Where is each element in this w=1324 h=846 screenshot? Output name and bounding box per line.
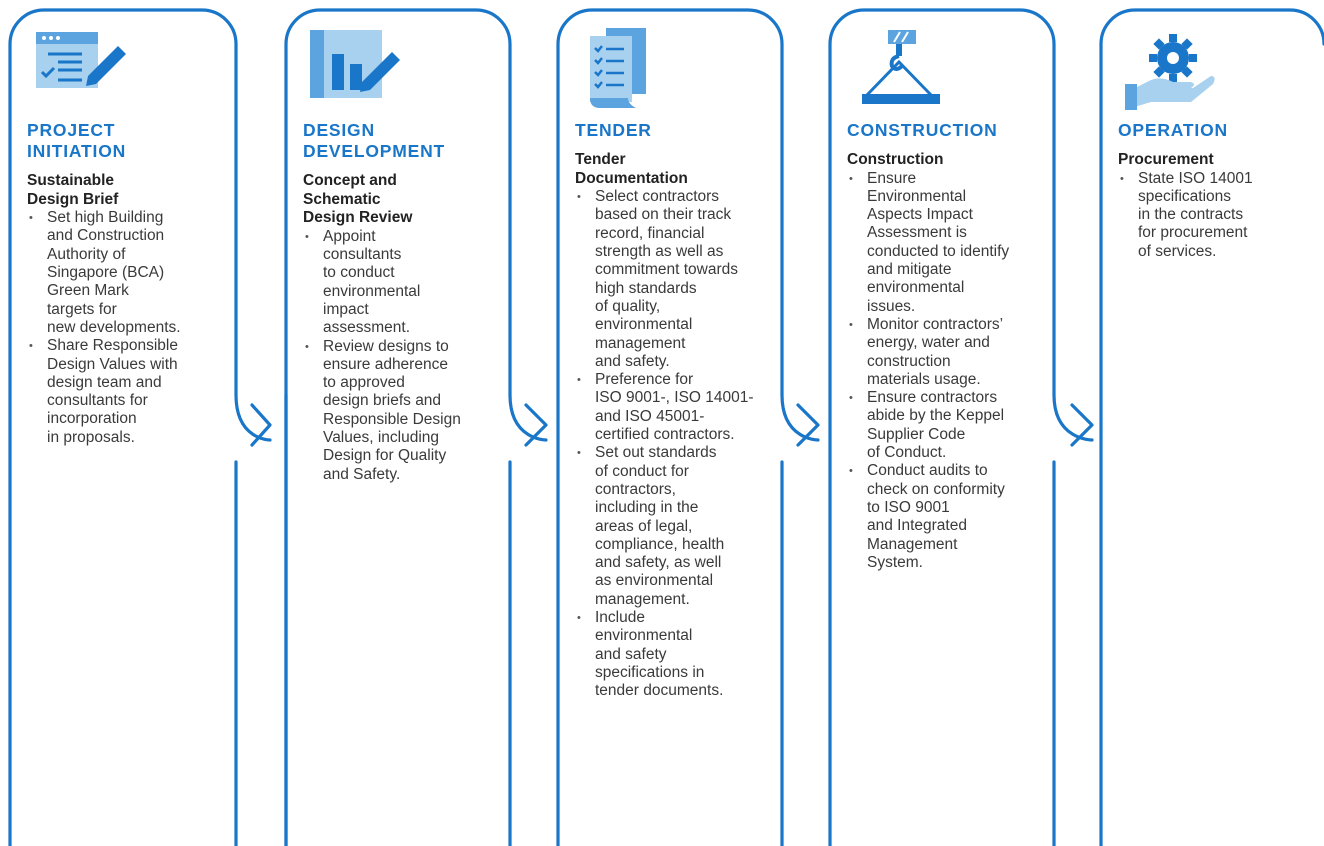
stage-content: CONSTRUCTION Construction Ensure Environ… [847, 120, 1057, 572]
stage-project-initiation: PROJECT INITIATION Sustainable Design Br… [10, 0, 280, 846]
arrow-right-icon [796, 403, 820, 447]
stage-subtitle: Tender Documentation [575, 151, 688, 187]
stage-design-development: DESIGN DEVELOPMENT Concept and Schematic… [286, 0, 556, 846]
arrow-right-icon [1070, 403, 1094, 447]
bullet-list: Appoint consultants to conduct environme… [303, 228, 513, 484]
arrow-right-icon [524, 403, 548, 447]
bullet-list: State ISO 14001 specifications in the co… [1118, 170, 1318, 261]
bullet-item: Set high Building and Construction Autho… [27, 209, 237, 337]
stage-2-outline [284, 8, 512, 846]
bullet-list: Set high Building and Construction Autho… [27, 209, 237, 447]
stage-title: TENDER [575, 120, 652, 140]
bullet-list: Select contractors based on their track … [575, 188, 785, 700]
stage-title: DESIGN DEVELOPMENT [303, 120, 446, 161]
stage-tender: TENDER Tender Documentation Select contr… [558, 0, 828, 846]
stage-operation: OPERATION Procurement State ISO 14001 sp… [1101, 0, 1324, 846]
bullet-item: Share Responsible Design Values with des… [27, 337, 237, 447]
stage-title: OPERATION [1118, 120, 1228, 140]
bullet-item: State ISO 14001 specifications in the co… [1118, 170, 1318, 261]
bullet-item: Appoint consultants to conduct environme… [303, 228, 513, 338]
stage-subtitle: Construction [847, 151, 944, 168]
bullet-item: Ensure Environmental Aspects Impact Asse… [847, 170, 1057, 316]
bullet-item: Select contractors based on their track … [575, 188, 785, 371]
stage-subtitle: Sustainable Design Brief [27, 172, 119, 208]
stage-content: PROJECT INITIATION Sustainable Design Br… [27, 120, 237, 447]
stage-subtitle: Procurement [1118, 151, 1214, 168]
stage-content: OPERATION Procurement State ISO 14001 sp… [1118, 120, 1318, 261]
stage-title: PROJECT INITIATION [27, 120, 127, 161]
stage-content: TENDER Tender Documentation Select contr… [575, 120, 785, 701]
bullet-item: Review designs to ensure adherence to ap… [303, 338, 513, 484]
bullet-list: Ensure Environmental Aspects Impact Asse… [847, 170, 1057, 573]
stage-5-outline [1099, 8, 1324, 846]
bar-chart-pencil-icon [310, 30, 400, 98]
stage-title: CONSTRUCTION [847, 120, 998, 140]
crane-hook-icon [862, 30, 940, 104]
hand-gear-icon [1125, 34, 1215, 110]
bullet-item: Include environmental and safety specifi… [575, 609, 785, 700]
brief-pencil-icon [36, 32, 126, 88]
stage-subtitle: Concept and Schematic Design Review [303, 172, 413, 227]
bullet-item: Conduct audits to check on conformity to… [847, 462, 1057, 572]
stage-1-outline [8, 8, 238, 846]
bullet-item: Preference for ISO 9001-, ISO 14001- and… [575, 371, 785, 444]
bullet-item: Monitor contractors’ energy, water and c… [847, 316, 1057, 389]
stage-construction: CONSTRUCTION Construction Ensure Environ… [830, 0, 1100, 846]
bullet-item: Set out standards of conduct for contrac… [575, 444, 785, 609]
bullet-item: Ensure contractors abide by the Keppel S… [847, 389, 1057, 462]
checklist-document-icon [590, 28, 646, 108]
arrow-right-icon [250, 403, 272, 447]
stage-content: DESIGN DEVELOPMENT Concept and Schematic… [303, 120, 513, 484]
